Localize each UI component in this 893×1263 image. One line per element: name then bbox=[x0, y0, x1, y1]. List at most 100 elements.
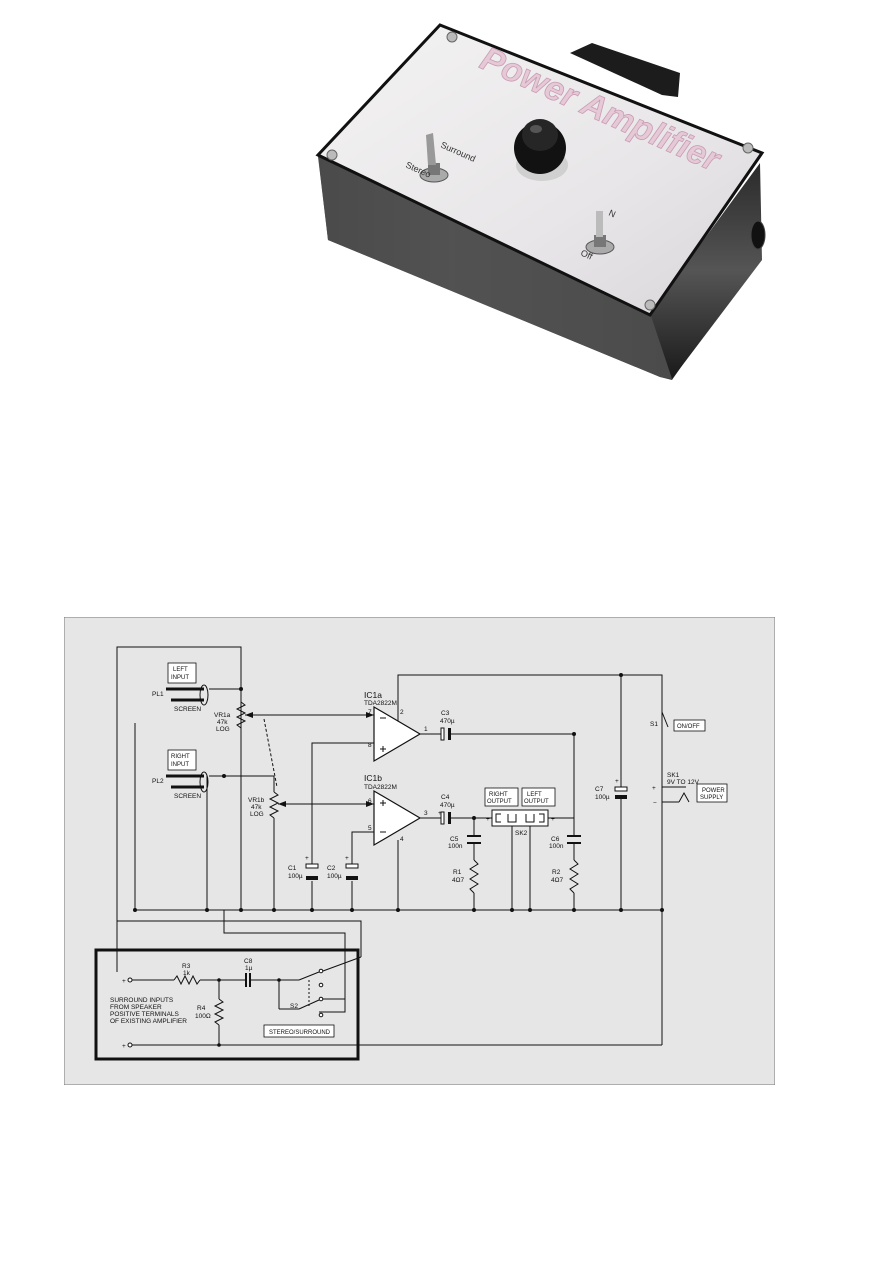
r1-resistor bbox=[469, 859, 479, 894]
surround-text-3: POSITIVE TERMINALS bbox=[110, 1011, 180, 1018]
power-jack-icon bbox=[750, 220, 766, 250]
sk2-label: SK2 bbox=[515, 830, 528, 837]
sk1-label: SK1 bbox=[667, 772, 680, 779]
pin2-label: 2 bbox=[400, 709, 404, 716]
left-input-box: LEFT INPUT bbox=[167, 662, 197, 684]
right-output-label-1: RIGHT bbox=[489, 792, 508, 798]
vr1b-label: VR1b bbox=[248, 797, 265, 804]
stereo-surround-box: STEREO/SURROUND bbox=[263, 1024, 335, 1038]
c6-label: C6 bbox=[551, 836, 560, 843]
vr1a-value: 47k bbox=[217, 719, 228, 726]
c1-plus: + bbox=[305, 855, 309, 862]
left-input-label-2: INPUT bbox=[171, 675, 189, 681]
sk2-plus-right: + bbox=[486, 816, 490, 823]
c7-label: C7 bbox=[595, 786, 604, 793]
c1-label: C1 bbox=[288, 865, 297, 872]
ic1a-part: TDA2822M bbox=[364, 700, 397, 707]
pl1-label: PL1 bbox=[152, 691, 164, 698]
right-input-label-2: INPUT bbox=[171, 762, 189, 768]
r2-label: R2 bbox=[552, 869, 561, 876]
c8-value: 1µ bbox=[245, 965, 253, 972]
vr1a-label: VR1a bbox=[214, 712, 231, 719]
screw-icon bbox=[326, 149, 338, 161]
vr1a-taper: LOG bbox=[216, 726, 230, 733]
surround-input-box bbox=[94, 948, 362, 1061]
ic1b-opamp bbox=[373, 789, 422, 847]
right-output-label-2: OUTPUT bbox=[487, 799, 512, 805]
c6-capacitor bbox=[567, 835, 581, 844]
c4-label: C4 bbox=[441, 794, 450, 801]
screen2-label: SCREEN bbox=[174, 793, 201, 800]
surround-plus-top: + bbox=[122, 978, 126, 985]
c4-value: 470µ bbox=[440, 802, 455, 809]
c1-capacitor bbox=[305, 863, 319, 880]
sk1-voltage: 9V TO 12V bbox=[667, 779, 700, 786]
c7-plus: + bbox=[615, 778, 619, 785]
c7-capacitor bbox=[614, 786, 628, 799]
c2-label: C2 bbox=[327, 865, 336, 872]
c2-capacitor bbox=[345, 863, 359, 880]
r1-label: R1 bbox=[453, 869, 462, 876]
c2-plus: + bbox=[345, 855, 349, 862]
on-off-label: ON/OFF bbox=[677, 724, 700, 730]
s1-label: S1 bbox=[650, 721, 658, 728]
power-supply-box: POWER SUPPLY bbox=[696, 783, 728, 803]
screw-icon bbox=[742, 142, 754, 154]
surround-plus-bottom: + bbox=[122, 1043, 126, 1050]
r3-label: R3 bbox=[182, 963, 191, 970]
pin1-label: 1 bbox=[424, 726, 428, 733]
junction-dots bbox=[133, 673, 664, 912]
power-toggle[interactable] bbox=[585, 211, 615, 255]
stereo-surround-label: STEREO/SURROUND bbox=[269, 1030, 331, 1036]
left-output-label-2: OUTPUT bbox=[524, 799, 549, 805]
c5-label: C5 bbox=[450, 836, 459, 843]
ic1a-label: IC1a bbox=[364, 690, 382, 700]
c5-value: 100n bbox=[448, 843, 463, 850]
on-off-box: ON/OFF bbox=[673, 719, 706, 732]
r1-value: 4Ω7 bbox=[452, 877, 464, 884]
pl1-connector bbox=[166, 684, 209, 706]
c5-capacitor bbox=[467, 835, 481, 844]
pin8-label: 8 bbox=[368, 742, 372, 749]
right-input-box: RIGHT INPUT bbox=[167, 749, 197, 771]
s2-label: S2 bbox=[290, 1003, 298, 1010]
rear-bracket bbox=[570, 43, 680, 97]
stereo-surround-toggle[interactable] bbox=[419, 133, 449, 183]
surround-text-4: OF EXISTING AMPLIFIER bbox=[110, 1018, 187, 1025]
c7-value: 100µ bbox=[595, 794, 610, 801]
schematic-background bbox=[64, 617, 775, 1085]
power-supply-label-1: POWER bbox=[702, 788, 725, 794]
pin7-label: 7 bbox=[368, 709, 372, 716]
r4-label: R4 bbox=[197, 1005, 206, 1012]
c2-value: 100µ bbox=[327, 873, 342, 880]
switch-label-off: Off bbox=[579, 248, 594, 262]
c6-value: 100n bbox=[549, 843, 564, 850]
c4-capacitor bbox=[440, 811, 451, 825]
vr1b-value: 47k bbox=[251, 804, 262, 811]
ic1b-part: TDA2822M bbox=[364, 784, 397, 791]
pin3-label: 3 bbox=[424, 810, 428, 817]
volume-knob[interactable] bbox=[514, 119, 568, 181]
right-input-label-1: RIGHT bbox=[171, 754, 190, 760]
sk1-minus: − bbox=[653, 800, 657, 807]
left-output-label-1: LEFT bbox=[527, 792, 542, 798]
screen1-label: SCREEN bbox=[174, 706, 201, 713]
ic1b-label: IC1b bbox=[364, 773, 382, 783]
c3-capacitor bbox=[440, 727, 451, 741]
c3-label: C3 bbox=[441, 710, 450, 717]
pin5-label: 5 bbox=[368, 825, 372, 832]
switch-label-on: N bbox=[607, 208, 617, 220]
c3-value: 470µ bbox=[440, 718, 455, 725]
screw-icon bbox=[644, 299, 656, 311]
power-supply-label-2: SUPPLY bbox=[700, 795, 723, 801]
pin4-label: 4 bbox=[400, 836, 404, 843]
surround-text-1: SURROUND INPUTS bbox=[110, 997, 174, 1004]
c4-plus: + bbox=[438, 810, 442, 817]
r2-resistor bbox=[569, 859, 579, 894]
screw-icon bbox=[446, 31, 458, 43]
left-input-label-1: LEFT bbox=[173, 667, 188, 673]
r4-value: 100Ω bbox=[195, 1013, 211, 1020]
r2-value: 4Ω7 bbox=[551, 877, 563, 884]
pin6-label: 6 bbox=[368, 798, 372, 805]
surround-text-2: FROM SPEAKER bbox=[110, 1004, 162, 1011]
